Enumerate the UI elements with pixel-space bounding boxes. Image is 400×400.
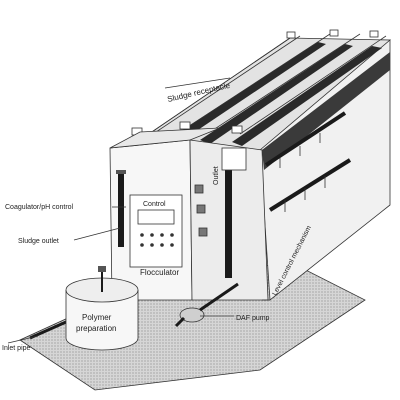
tank-channel-3 xyxy=(232,46,382,146)
outlet-pipe xyxy=(225,168,232,278)
collector-pipe xyxy=(268,158,352,212)
sludge-receptacle-bracket xyxy=(369,30,379,38)
flocculator-top xyxy=(109,127,221,149)
sludge-receptacle-bracket xyxy=(329,29,339,37)
valve-icon xyxy=(198,227,208,237)
coagulator-pipe xyxy=(118,172,124,247)
tank-channel-2 xyxy=(200,44,353,144)
valve-icon xyxy=(194,184,204,194)
sludge-receptacle-bracket xyxy=(286,31,296,39)
label-coagulator-ph-control: Coagulator/pH control xyxy=(5,204,74,211)
label-polymer-line2: preparation xyxy=(76,324,116,333)
polymer-mixer-motor xyxy=(98,266,106,272)
label-daf-pump: DAF pump xyxy=(236,315,270,322)
control-button xyxy=(150,233,154,237)
label-control: Control xyxy=(143,201,166,208)
control-panel-screen xyxy=(137,209,175,225)
label-outlet: Outlet xyxy=(213,166,220,185)
control-button xyxy=(140,243,144,247)
label-polymer-line1: Polymer xyxy=(82,313,112,322)
control-button xyxy=(170,233,174,237)
sludge-receptacle-bracket xyxy=(179,121,191,130)
label-flocculator: Flocculator xyxy=(140,268,179,277)
daf-pump-pipe xyxy=(174,316,186,328)
control-button xyxy=(140,233,144,237)
daf-pump xyxy=(179,307,205,323)
control-button xyxy=(170,243,174,247)
tank-inner-band xyxy=(262,52,390,170)
control-button xyxy=(160,243,164,247)
coagulator-pipe-cap xyxy=(116,170,126,174)
collector-pipe xyxy=(264,111,347,167)
sludge-receptacle-bracket xyxy=(231,125,243,134)
tank-channel-1 xyxy=(170,42,326,142)
control-panel xyxy=(129,194,183,268)
daf-pump-pipe xyxy=(199,282,239,312)
label-inlet-pipe: Inlet pipe xyxy=(2,345,31,352)
label-sludge-outlet: Sludge outlet xyxy=(18,238,59,245)
control-button xyxy=(150,243,154,247)
valve-icon xyxy=(196,204,206,214)
outlet-box xyxy=(221,147,247,171)
control-button xyxy=(160,233,164,237)
polymer-tank xyxy=(65,290,139,351)
